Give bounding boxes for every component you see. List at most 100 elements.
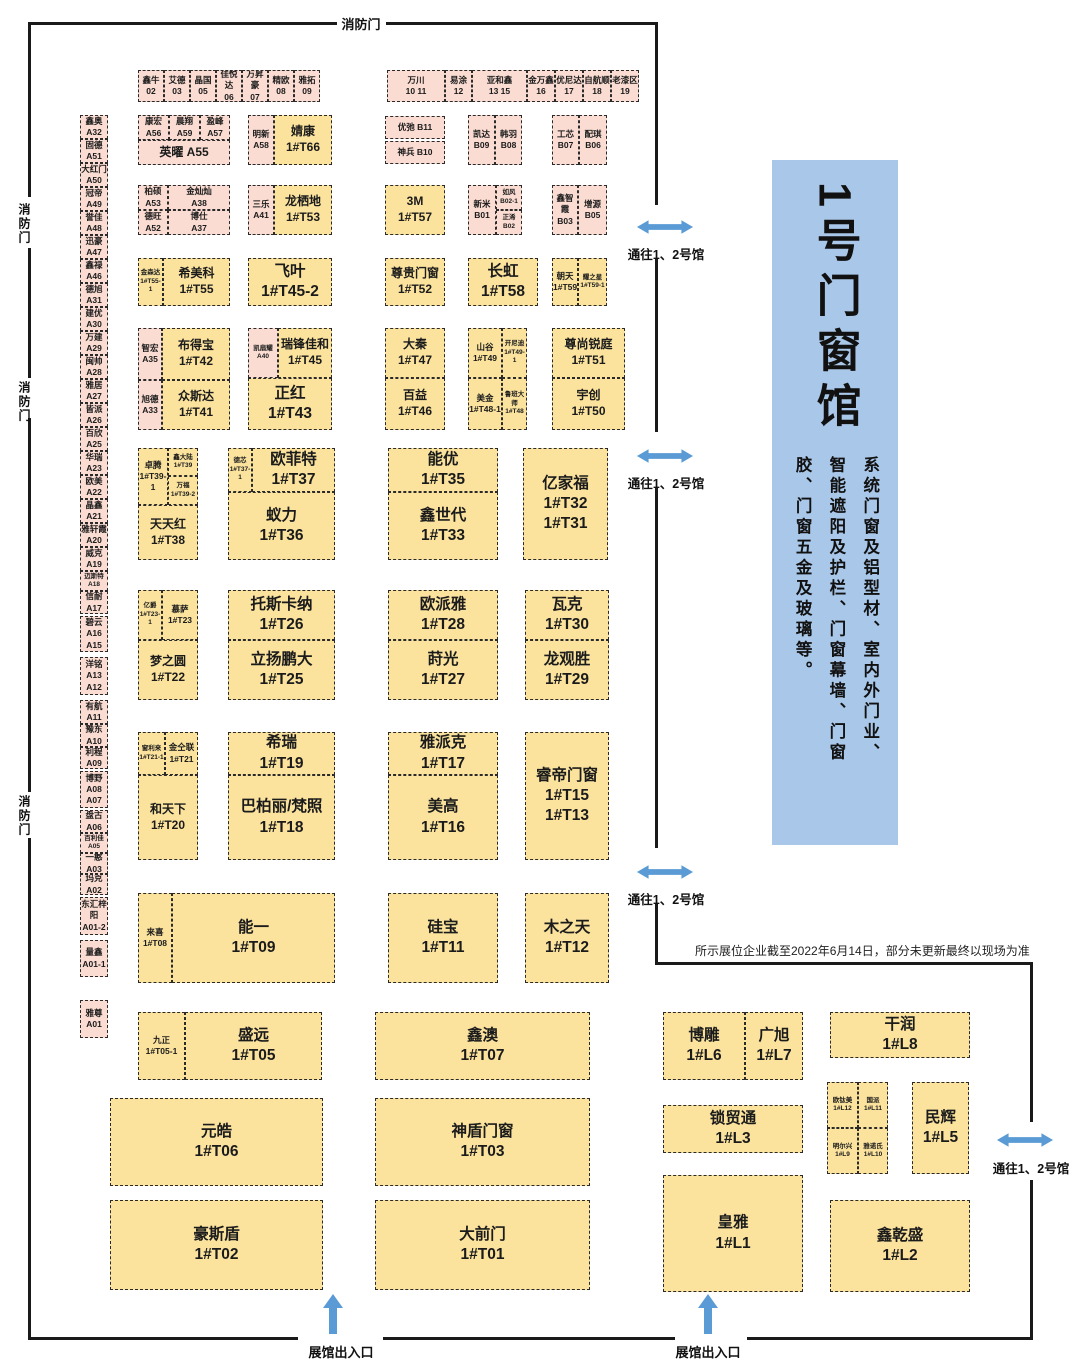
passage-label-4: 通往1、2号馆	[992, 1162, 1070, 1176]
passage-arrow-icon-4	[996, 1128, 1054, 1152]
wall-bottom-2	[383, 1337, 675, 1340]
hall-description: 系统门窗及铝型材、室内外门业、 智能遮阳及护栏、门窗幕墙、门窗 胶、门窗五金及玻…	[784, 456, 885, 764]
wall-bottom-3	[747, 1337, 1033, 1340]
fire-door-label-top: 消防门	[341, 17, 381, 32]
entrance-arrow-icon-1	[322, 1294, 344, 1334]
note-text: 所示展位企业截至2022年6月14日，部分未更新最终以现场为准	[695, 944, 1030, 958]
passage-label-2: 通往1、2号馆	[627, 477, 705, 491]
wall-left-2	[28, 248, 31, 378]
passage-arrow-icon-3	[636, 860, 694, 884]
booth-B10: 神兵 B10	[385, 141, 445, 164]
passage-label-1: 通往1、2号馆	[627, 248, 705, 262]
passage-arrow-icon-2	[636, 444, 694, 468]
fire-door-label-left-2: 消防门	[17, 381, 31, 423]
wall-top-left	[28, 22, 337, 25]
booth-13 15: 亚和鑫13 15	[472, 70, 527, 102]
wall-top-right	[386, 22, 658, 25]
wall-far-right-1	[1030, 962, 1033, 1122]
booth-10 11: 万川10 11	[387, 70, 445, 102]
passage-arrow-icon-1	[636, 215, 694, 239]
passage-label-3: 通往1、2号馆	[627, 893, 705, 907]
wall-bottom-1	[28, 1337, 298, 1340]
entrance-label-2: 展馆出入口	[675, 1345, 741, 1360]
